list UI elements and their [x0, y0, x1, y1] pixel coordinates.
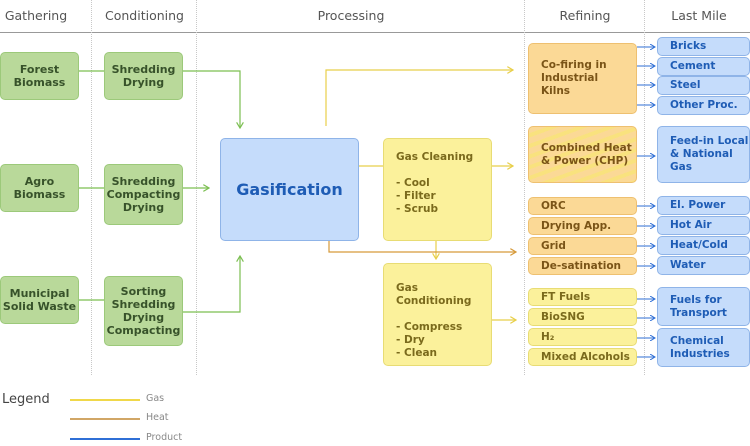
- flow-gas-cofiring: [325, 70, 513, 126]
- node-orc[interactable]: ORC: [528, 197, 637, 215]
- node-gas-conditioning[interactable]: Gas Conditioning - Compress - Dry - Clea…: [383, 263, 492, 366]
- column-header-refining: Refining: [559, 8, 611, 23]
- node-drying-app[interactable]: Drying App.: [528, 217, 637, 235]
- column-divider: [524, 0, 525, 375]
- node-steel[interactable]: Steel: [657, 76, 750, 95]
- node-ft-fuels[interactable]: FT Fuels: [528, 288, 637, 306]
- node-heat-cold[interactable]: Heat/Cold: [657, 236, 750, 255]
- flow-cond1-gasification: [183, 70, 240, 128]
- node-conditioning-agro[interactable]: Shredding Compacting Drying: [104, 164, 183, 225]
- flow-heat: [328, 241, 516, 252]
- node-conditioning-msw[interactable]: Sorting Shredding Drying Compacting: [104, 276, 183, 346]
- node-chemical-industries[interactable]: Chemical Industries: [657, 328, 750, 367]
- node-cement[interactable]: Cement: [657, 57, 750, 76]
- node-feed-in-gas[interactable]: Feed-in Local & National Gas: [657, 126, 750, 183]
- node-agro-biomass[interactable]: Agro Biomass: [0, 164, 79, 212]
- legend-line-heat: [70, 418, 140, 420]
- node-cofiring-kilns[interactable]: Co-firing in Industrial Kilns: [528, 43, 637, 114]
- node-chp[interactable]: Combined Heat & Power (CHP): [528, 126, 637, 183]
- legend-line-product: [70, 438, 140, 440]
- node-gasification[interactable]: Gasification: [220, 138, 359, 241]
- node-h2[interactable]: H₂: [528, 328, 637, 346]
- legend-label-heat: Heat: [146, 412, 169, 423]
- column-divider: [644, 0, 645, 375]
- node-biosng[interactable]: BioSNG: [528, 308, 637, 326]
- node-other-proc[interactable]: Other Proc.: [657, 96, 750, 115]
- node-hot-air[interactable]: Hot Air: [657, 216, 750, 235]
- column-header-conditioning: Conditioning: [105, 8, 184, 23]
- legend-title: Legend: [2, 392, 50, 407]
- flow-cond3-gasification: [183, 256, 240, 313]
- node-forest-biomass[interactable]: Forest Biomass: [0, 52, 79, 100]
- node-bricks[interactable]: Bricks: [657, 37, 750, 56]
- node-gas-cleaning[interactable]: Gas Cleaning - Cool - Filter - Scrub: [383, 138, 492, 241]
- node-water[interactable]: Water: [657, 256, 750, 275]
- node-mixed-alcohols[interactable]: Mixed Alcohols: [528, 348, 637, 366]
- node-fuels-transport[interactable]: Fuels for Transport: [657, 287, 750, 326]
- column-header-gathering: Gathering: [4, 8, 68, 23]
- column-header-processing: Processing: [317, 8, 385, 23]
- node-conditioning-forest[interactable]: Shredding Drying: [104, 52, 183, 100]
- legend-line-gas: [70, 399, 140, 401]
- node-el-power[interactable]: El. Power: [657, 196, 750, 215]
- legend-label-product: Product: [146, 432, 183, 443]
- node-municipal-solid-waste[interactable]: Municipal Solid Waste: [0, 276, 79, 324]
- node-grid[interactable]: Grid: [528, 237, 637, 255]
- node-desalination[interactable]: De-satination: [528, 257, 637, 275]
- legend-label-gas: Gas: [146, 393, 165, 404]
- column-header-last-mile: Last Mile: [671, 8, 727, 23]
- header-divider: [0, 32, 750, 33]
